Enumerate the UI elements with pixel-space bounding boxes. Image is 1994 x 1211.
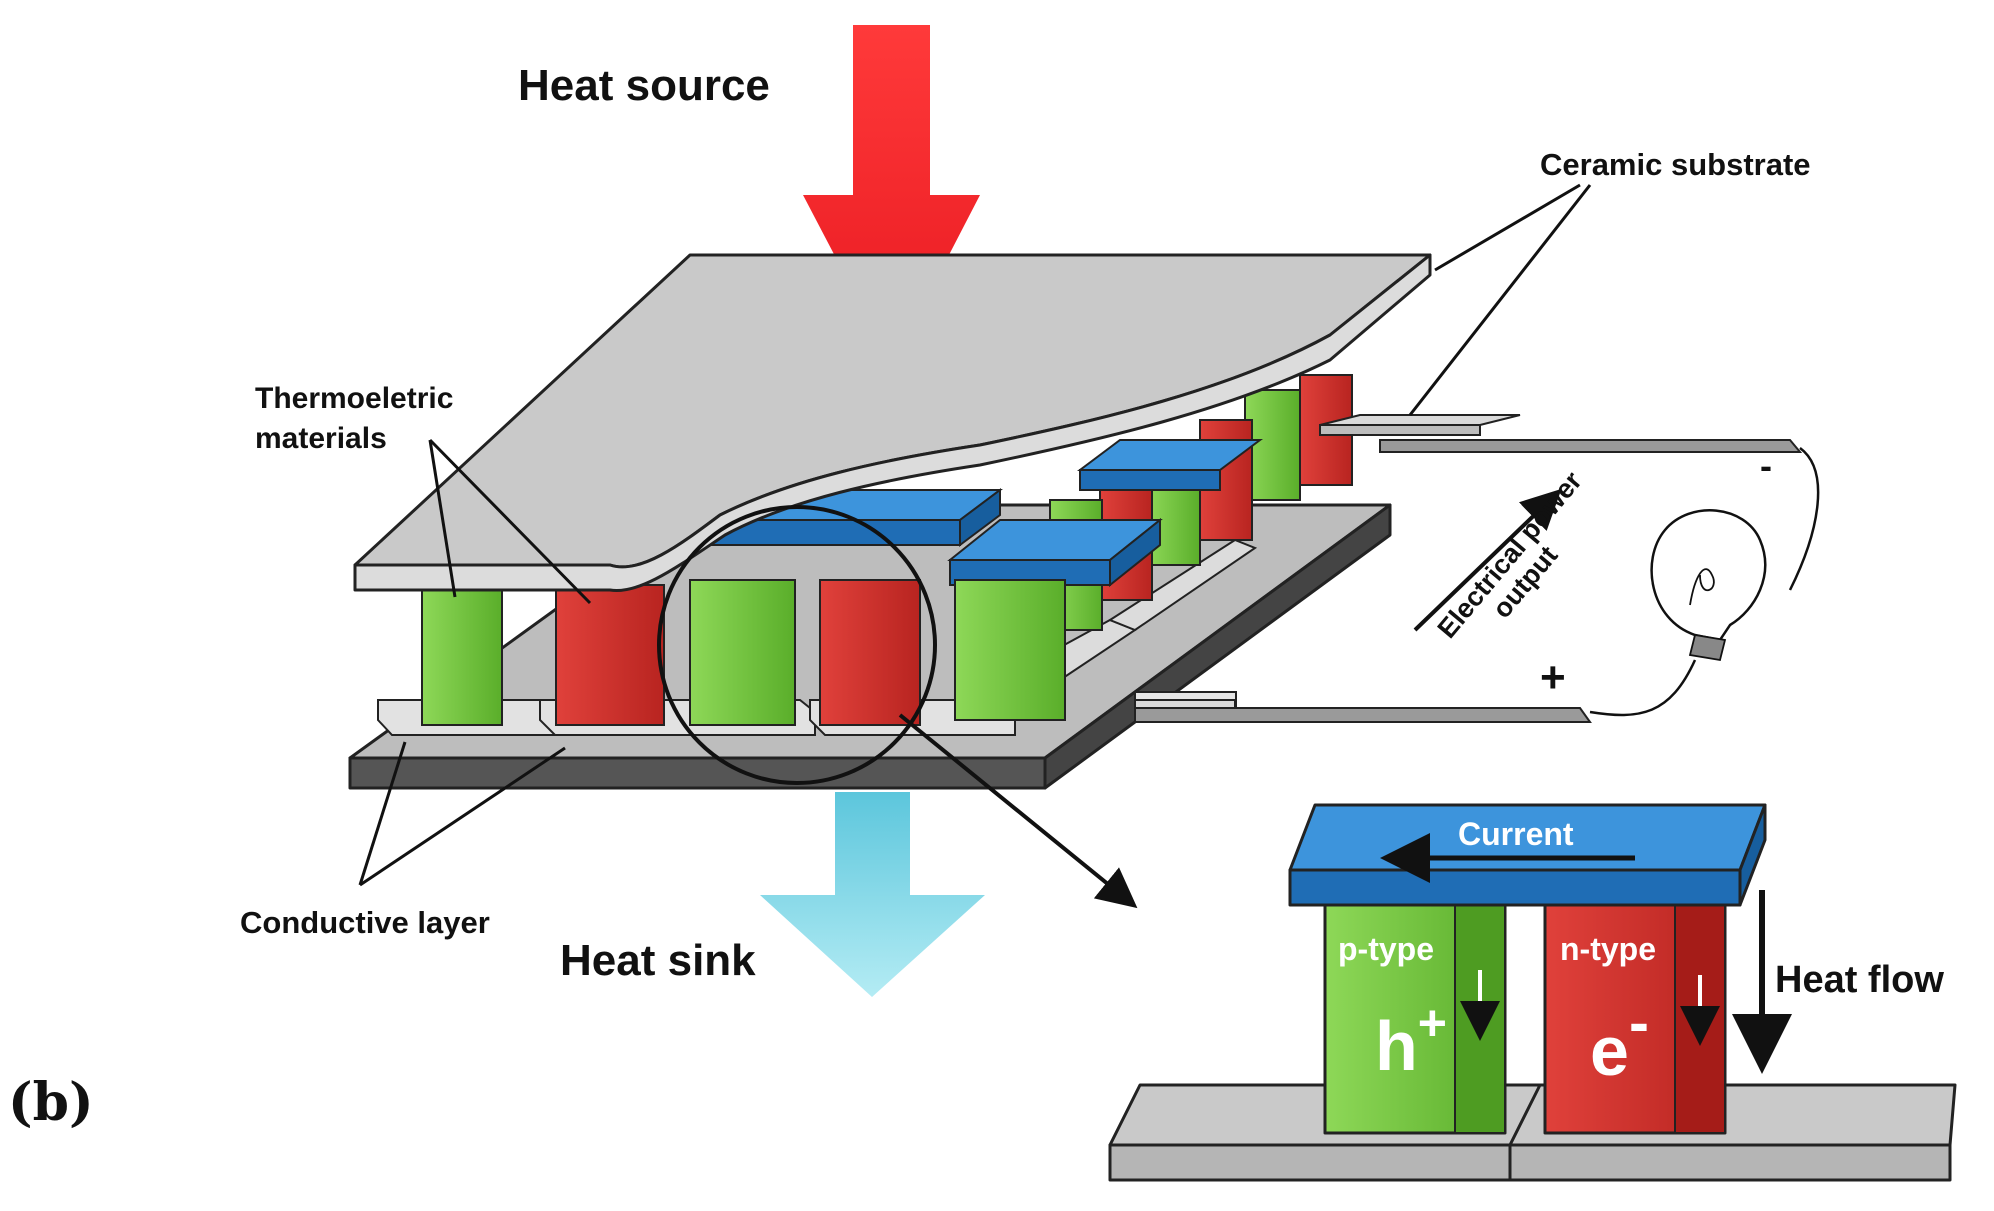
heat-sink-label: Heat sink [560,936,756,985]
heat-sink-arrow [760,792,985,997]
p-type-label: p-type [1338,931,1434,967]
thermoelectric-label-line2: materials [255,422,387,455]
p-type-leg [689,579,796,726]
ceramic-substrate-label: Ceramic substrate [1540,147,1811,182]
minus-terminal-label: - [1760,445,1772,486]
p-type-leg [954,579,1066,721]
thermoelectric-label-line1: Thermoeletric [255,382,453,415]
heat-flow-label: Heat flow [1775,959,1944,1001]
current-label: Current [1458,816,1574,852]
magnify-circle [657,505,937,785]
n-type-leg [819,579,921,726]
panel-label: (b) [8,1072,94,1133]
electrode-leads [1134,414,1803,723]
electrical-power-arrow [1413,488,1562,632]
plus-terminal-label: + [1540,653,1566,702]
n-type-label: n-type [1560,931,1656,967]
front-row-legs [421,579,1066,726]
n-type-leg [555,584,665,726]
p-type-leg [421,589,503,726]
bottom-ceramic-plate-side [1043,503,1392,790]
heat-source-label: Heat source [518,61,770,110]
leader-lines [358,183,1592,887]
magnify-pointer [898,713,1138,909]
hole-carrier-label: h+ [1375,995,1447,1085]
bottom-ceramic-plate-edge [348,756,1047,790]
electron-carrier-label: e- [1590,989,1649,1090]
zoomed-thermocouple [1108,803,1957,1182]
top-ceramic-plate-edge [353,253,1432,593]
light-bulb-icon [1650,509,1767,662]
conductive-layer-label: Conductive layer [240,905,490,940]
circuit [1589,446,1820,717]
